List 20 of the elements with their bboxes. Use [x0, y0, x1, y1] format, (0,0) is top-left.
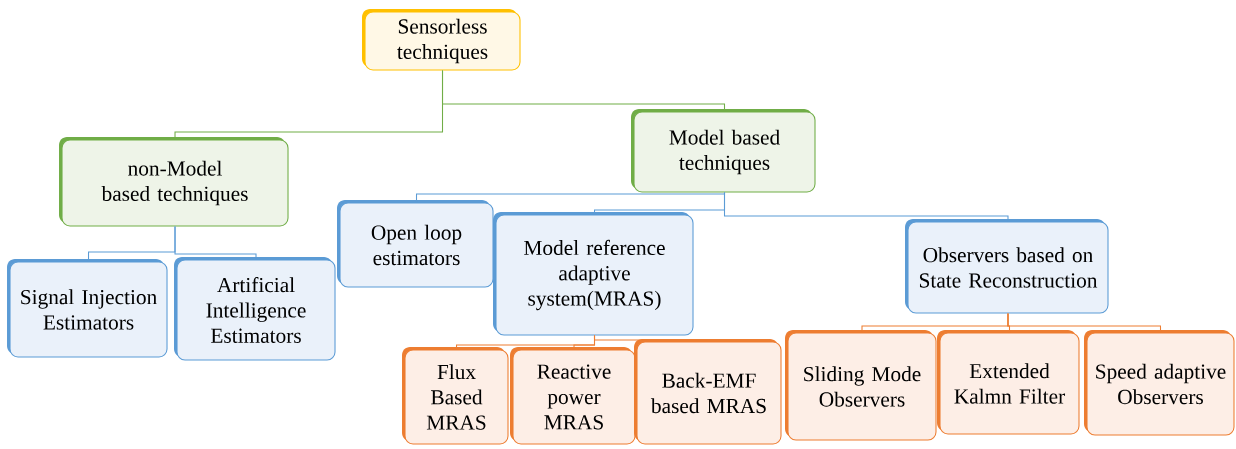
box: Sensorless techniques	[362, 9, 521, 71]
box: Model based techniques	[631, 109, 816, 193]
connector-line	[723, 192, 1009, 222]
box: Open loop estimators	[337, 200, 494, 288]
box: Back-EMF based MRAS	[634, 339, 782, 445]
box: Reactive power MRAS	[510, 347, 636, 445]
box: Signal Injection Estimators	[7, 259, 168, 358]
connector-line	[593, 335, 710, 342]
box: Model reference adaptive system(MRAS)	[493, 212, 694, 336]
box: Observers based on State Reconstruction	[905, 219, 1109, 314]
connector-line	[415, 192, 726, 203]
box: Speed adaptive Observers	[1084, 330, 1235, 436]
box: non-Model based techniques	[59, 137, 289, 227]
connector-line	[174, 226, 257, 260]
connector-line	[441, 70, 726, 112]
box: Artificial Intelligence Estimators	[174, 257, 336, 361]
connector-line	[1007, 313, 1162, 333]
box: Extended Kalmn Filter	[937, 330, 1080, 435]
box: Sliding Mode Observers	[785, 330, 937, 441]
box: Flux Based MRAS	[402, 347, 509, 445]
